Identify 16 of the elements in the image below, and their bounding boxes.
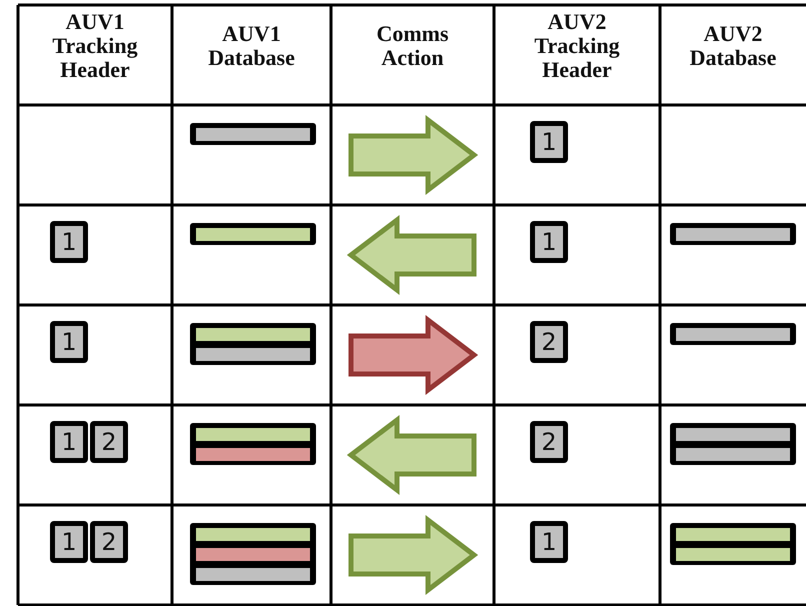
column-header: AUV2 Tracking Header	[533, 10, 621, 82]
number-tile: 1	[50, 321, 88, 363]
number-tile: 2	[90, 521, 128, 563]
column-header: AUV1 Database	[207, 22, 296, 70]
number-tile: 2	[530, 421, 568, 463]
number-tile: 1	[530, 521, 568, 563]
number-tile: 1	[50, 521, 88, 563]
column-header: AUV2 Database	[688, 22, 778, 70]
number-tile: 2	[90, 421, 128, 463]
number-tile: 1	[530, 121, 568, 163]
number-tile: 2	[530, 321, 568, 363]
number-tile: 1	[50, 421, 88, 463]
column-header: Comms Action	[375, 22, 450, 70]
column-header: AUV1 Tracking Header	[51, 10, 139, 82]
number-tile: 1	[530, 221, 568, 263]
number-tile: 1	[50, 221, 88, 263]
